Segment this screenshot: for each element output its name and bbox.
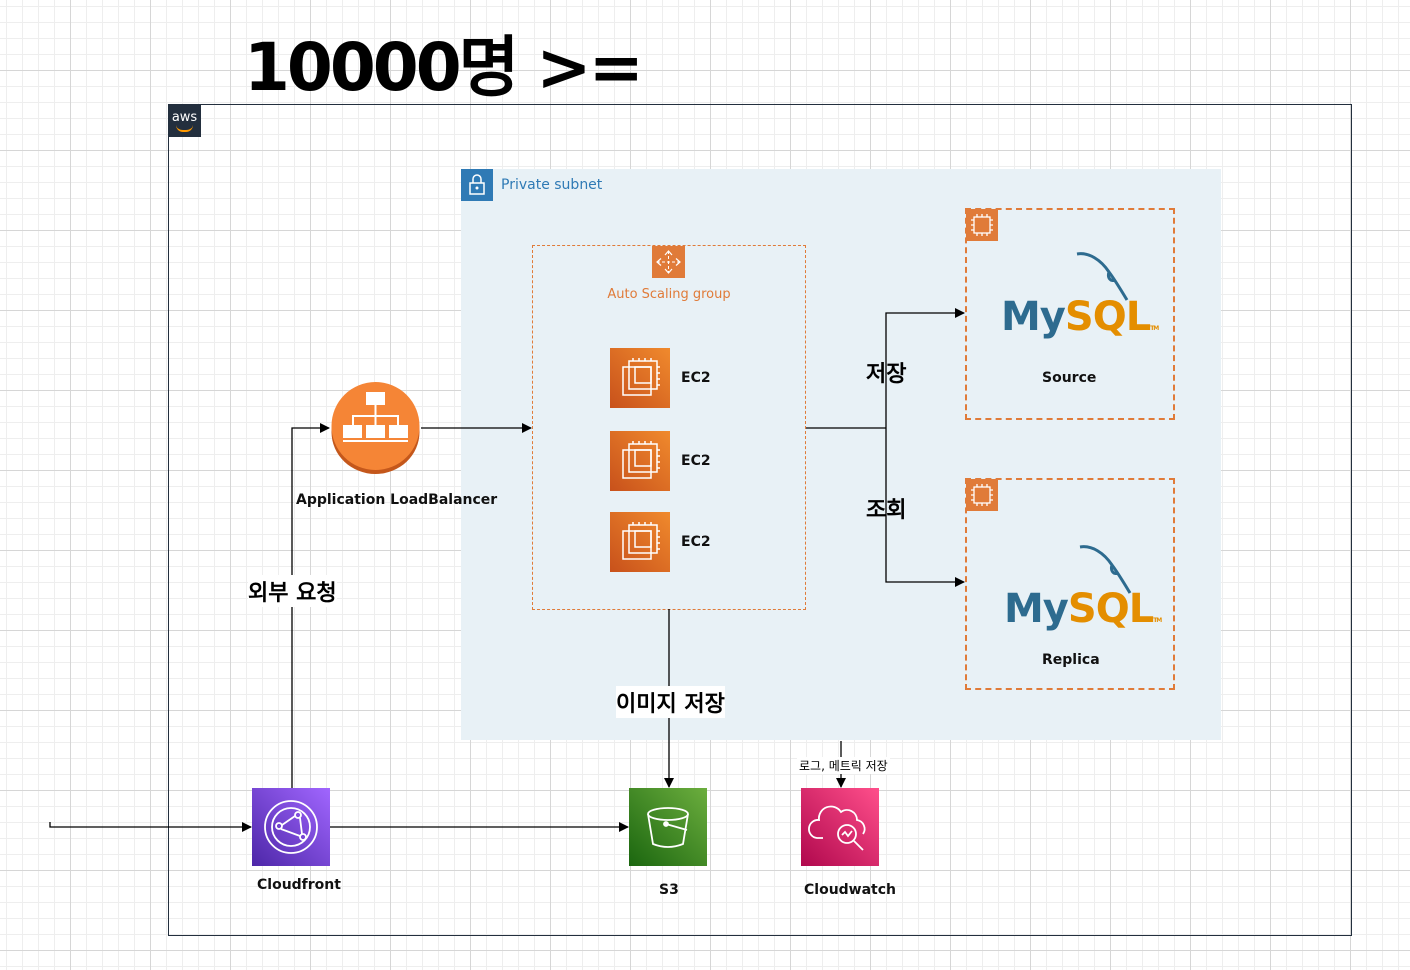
page-title: 10000명 >= <box>244 29 644 106</box>
source-db-label: Source <box>1042 370 1097 386</box>
chip-icon <box>966 479 998 511</box>
load-balancer-icon <box>330 380 421 474</box>
db-instance-source <box>965 208 1175 420</box>
mysql-logo: MySQLTM <box>1001 294 1159 340</box>
cloudwatch-label: Cloudwatch <box>804 882 897 898</box>
image-save-label: 이미지 저장 <box>616 686 725 718</box>
ec2-instance-icon <box>610 512 670 572</box>
aws-cloud-group <box>168 104 1352 936</box>
auto-scaling-group-label: Auto Scaling group <box>607 287 731 302</box>
lock-icon <box>461 169 493 201</box>
aws-badge-text: aws <box>171 110 198 125</box>
s3-bucket-icon <box>629 788 707 866</box>
private-subnet-group <box>461 169 1221 740</box>
auto-scaling-icon <box>652 246 685 278</box>
cloudfront-label: Cloudfront <box>257 877 341 893</box>
external-request-label: 외부 요청 <box>248 575 337 607</box>
ec2-label: EC2 <box>681 453 711 469</box>
ec2-instance-icon <box>610 348 670 408</box>
db-instance-replica <box>965 478 1175 690</box>
load-balancer-label: Application LoadBalancer <box>296 492 498 508</box>
cloudwatch-icon <box>801 788 879 866</box>
s3-label: S3 <box>659 882 679 898</box>
write-edge-label: 저장 <box>866 362 907 387</box>
dolphin-icon <box>1074 543 1134 599</box>
mysql-logo: MySQLTM <box>1004 586 1162 632</box>
ec2-label: EC2 <box>681 370 711 386</box>
read-edge-label: 조회 <box>866 498 907 523</box>
aws-logo-icon: aws <box>168 104 201 137</box>
ec2-label: EC2 <box>681 534 711 550</box>
log-metric-label: 로그, 메트릭 저장 <box>797 757 890 774</box>
replica-db-label: Replica <box>1042 652 1100 668</box>
ec2-instance-icon <box>610 431 670 491</box>
dolphin-icon <box>1071 250 1131 306</box>
chip-icon <box>966 209 998 241</box>
cloudfront-icon <box>252 788 330 866</box>
private-subnet-label: Private subnet <box>501 177 603 193</box>
